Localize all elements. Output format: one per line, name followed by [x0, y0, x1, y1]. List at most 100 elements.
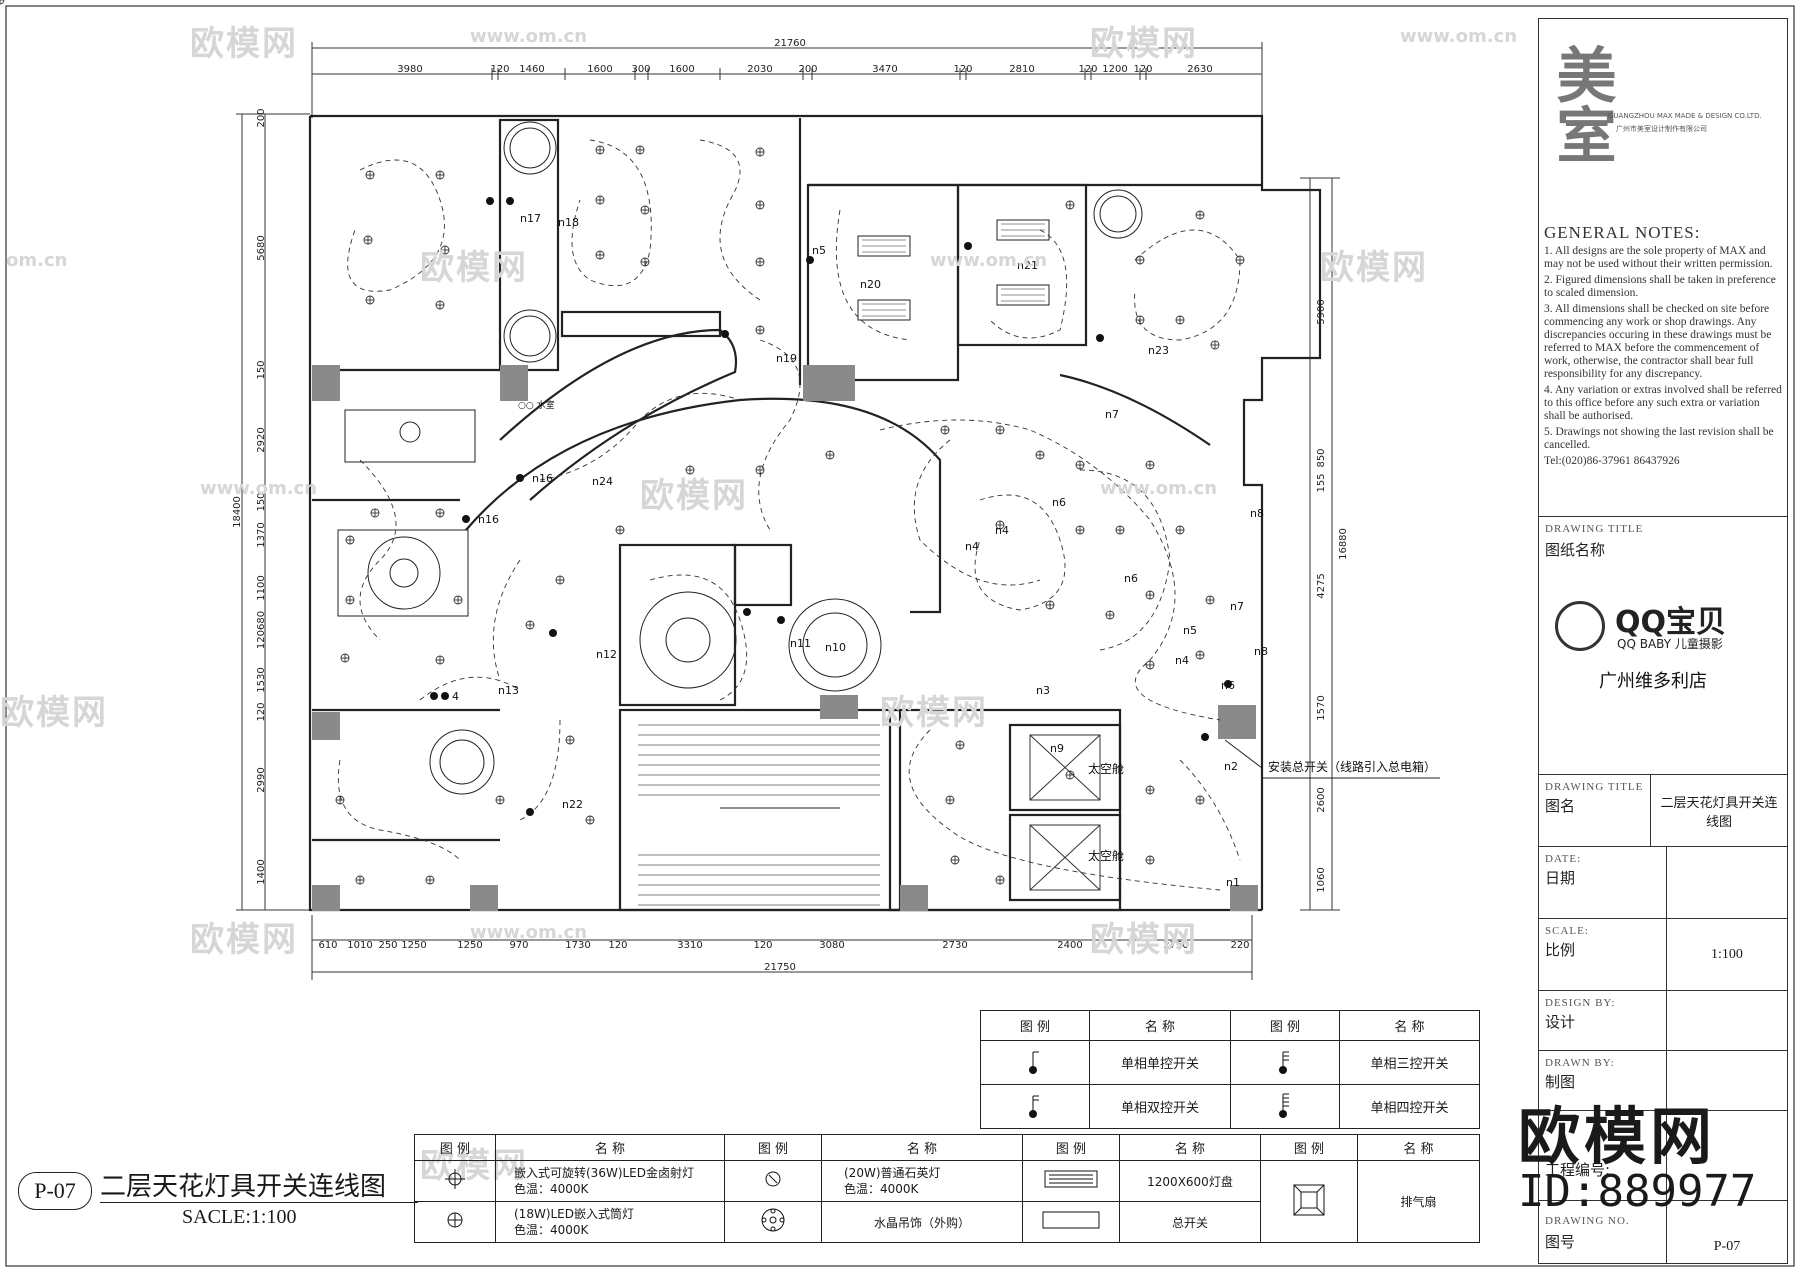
sidebar-drawing-title-block: DRAWING TITLE 图纸名称 QQ宝贝 QQ BABY 儿童摄影 广州维… — [1538, 516, 1787, 775]
room-n22: n22 — [562, 798, 583, 811]
svg-text:120: 120 — [490, 64, 509, 75]
svg-text:3310: 3310 — [677, 940, 702, 951]
room-n17: n17 — [520, 212, 541, 225]
room-n7b: n7 — [1230, 600, 1244, 613]
client-logo: QQ宝贝 QQ BABY 儿童摄影 — [1555, 597, 1771, 657]
svg-text:1250: 1250 — [401, 940, 426, 951]
company-name-cn: 广州市美室设计制作有限公司 — [1616, 125, 1707, 133]
svg-text:120: 120 — [608, 940, 627, 951]
note-1: 1. All designs are the sole property of … — [1544, 245, 1773, 270]
svg-text:1570: 1570 — [1316, 695, 1327, 720]
note-2: 2. Figured dimensions shall be taken in … — [1544, 274, 1776, 299]
switch-quad-icon — [1230, 1084, 1340, 1129]
room-n4c: n4 — [1175, 654, 1189, 667]
svg-text:120: 120 — [1078, 64, 1097, 75]
watermark-1: 欧模网 — [190, 24, 298, 64]
watermark-7: 欧模网 — [880, 693, 988, 733]
switch-triple-icon — [1230, 1040, 1340, 1085]
svg-text:120: 120 — [953, 64, 972, 75]
room-n2: n2 — [1224, 760, 1238, 773]
top-dimensions — [311, 42, 1263, 118]
room-n9: n9 — [1050, 742, 1064, 755]
room-n23: n23 — [1148, 344, 1169, 357]
room-n4: n4 — [995, 524, 1009, 537]
note-tel: Tel:(020)86-37961 86437926 — [1544, 455, 1680, 467]
svg-text:150: 150 — [256, 360, 267, 379]
switch-legend: 图 例 名 称 图 例 名 称 单相单控开关 单相三控开关 单相双控开关 单相四… — [980, 1010, 1480, 1129]
room-n8: n8 — [1250, 507, 1264, 520]
panel-light-icon — [1022, 1160, 1120, 1202]
svg-text:3980: 3980 — [397, 64, 422, 75]
columns — [312, 365, 1258, 911]
room-n12: n12 — [596, 648, 617, 661]
dim-top-total: 21760 — [774, 38, 806, 49]
drawing-title-underline — [100, 1202, 418, 1203]
drawing-title-en: DRAWING TITLE — [1545, 523, 1644, 535]
sidebar-row-project: 工程编号: — [1538, 1110, 1787, 1201]
note-5: 5. Drawings not showing the last revisio… — [1544, 426, 1774, 451]
exhaust-fan-icon — [1260, 1160, 1358, 1243]
svg-text:2810: 2810 — [1009, 64, 1034, 75]
watermark-4: 欧模网 — [1320, 248, 1428, 288]
svg-text:21750: 21750 — [764, 962, 796, 973]
svg-text:850: 850 — [1316, 448, 1327, 467]
watermark-url-3: om.cn — [6, 250, 68, 271]
downlight-icon — [414, 1201, 496, 1243]
wiring — [337, 139, 1241, 891]
elevator-1: 太空舱 — [1088, 761, 1124, 776]
svg-text:5680: 5680 — [256, 235, 267, 260]
room-n21: n21 — [1017, 259, 1038, 272]
store-name: 广州维多利店 — [1599, 671, 1707, 692]
chandeliers — [337, 121, 1143, 795]
bottom-title-block: P-07 二层天花灯具开关连线图 SACLE:1:100 — [18, 1132, 418, 1232]
switch-double-icon — [980, 1084, 1090, 1129]
sidebar-row-scale: SCALE: 比例 1:100 — [1538, 918, 1787, 991]
watermark-url-1: www.om.cn — [470, 26, 588, 47]
svg-text:5900: 5900 — [1316, 299, 1327, 324]
client-logo-icon — [1555, 601, 1605, 651]
svg-text:1010: 1010 — [347, 940, 372, 951]
panel-lights — [857, 219, 1050, 321]
elevator-2: 太空舱 — [1088, 848, 1124, 863]
watermark-3: 欧模网 — [420, 248, 528, 288]
room-n8b: n8 — [1254, 645, 1268, 658]
client-logo-text: QQ宝贝 — [1615, 605, 1727, 640]
svg-text:155: 155 — [1316, 473, 1327, 492]
svg-text:1460: 1460 — [519, 64, 544, 75]
company-name-en: GUANGZHOU MAX MADE & DESIGN CO.LTD. — [1608, 112, 1762, 120]
svg-text:2750: 2750 — [1163, 940, 1188, 951]
svg-text:16880: 16880 — [1338, 528, 1349, 560]
svg-text:300: 300 — [631, 64, 650, 75]
svg-text:2600: 2600 — [1316, 787, 1327, 812]
svg-text:200: 200 — [256, 108, 267, 127]
room-n18: n18 — [558, 216, 579, 229]
drawing-code: P-07 — [18, 1172, 92, 1210]
svg-text:1100: 1100 — [256, 575, 267, 600]
drawing-title: 二层天花灯具开关连线图 — [100, 1172, 387, 1202]
room-n5b: n5 — [1183, 624, 1197, 637]
watermark-9: 欧模网 — [1090, 920, 1198, 960]
svg-text:120: 120 — [256, 702, 267, 721]
sidebar-row-design: DESIGN BY: 设计 — [1538, 990, 1787, 1051]
svg-text:120: 120 — [1133, 64, 1152, 75]
sidebar-row-number: DRAWING NO. 图号 P-07 — [1538, 1200, 1787, 1264]
switches — [430, 197, 1232, 816]
stair — [638, 724, 880, 906]
client-logo-sub: QQ BABY 儿童摄影 — [1617, 637, 1723, 651]
svg-text:2920: 2920 — [256, 427, 267, 452]
main-switch-icon — [1022, 1201, 1120, 1243]
general-notes: GENERAL NOTES: 1. All designs are the so… — [1544, 223, 1784, 471]
room-4: 4 — [452, 690, 459, 703]
general-notes-title: GENERAL NOTES: — [1544, 223, 1701, 242]
svg-text:200: 200 — [798, 64, 817, 75]
company-logo: 美室 — [1546, 44, 1646, 204]
room-n20: n20 — [860, 278, 881, 291]
svg-text:250: 250 — [378, 940, 397, 951]
room-n7: n7 — [1105, 408, 1119, 421]
svg-text:2990: 2990 — [256, 767, 267, 792]
watermark-8: 欧模网 — [190, 920, 298, 960]
sidebar-row-date: DATE: 日期 — [1538, 846, 1787, 919]
svg-text:610: 610 — [318, 940, 337, 951]
svg-text:1600: 1600 — [669, 64, 694, 75]
watermark-id: ID:889977 — [1518, 1166, 1757, 1217]
